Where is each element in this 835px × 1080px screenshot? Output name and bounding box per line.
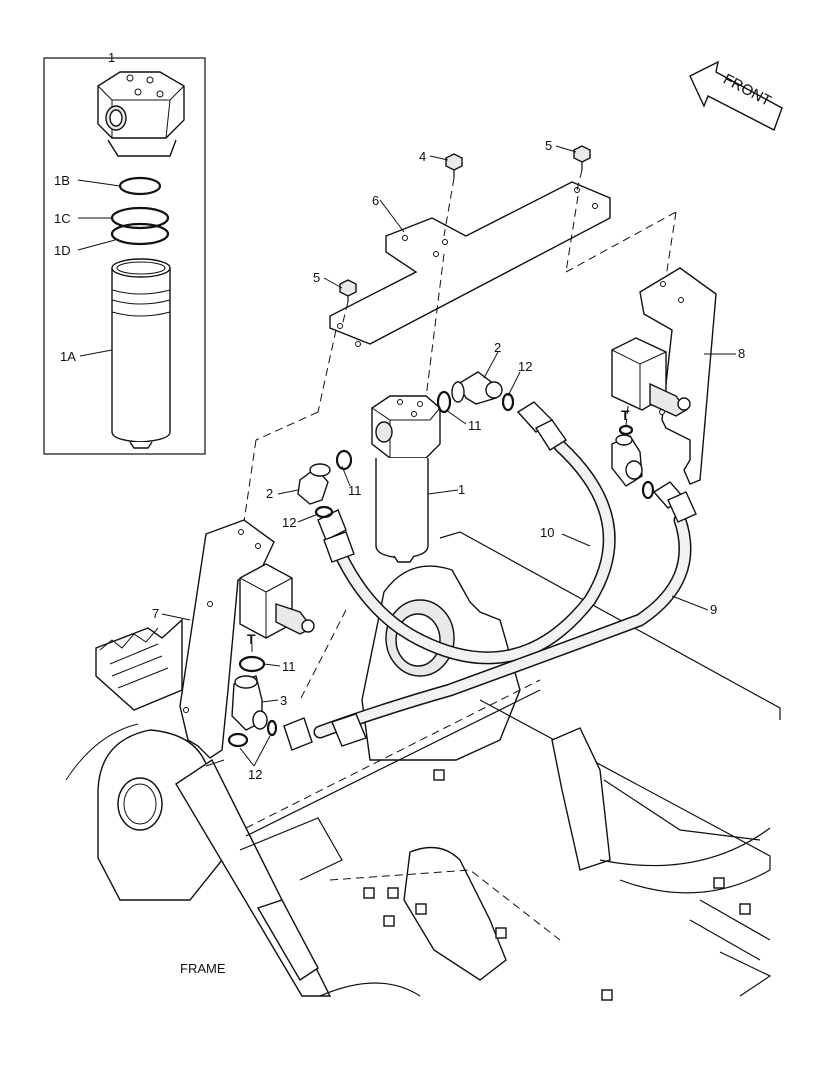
callout-12-top: 12 — [518, 359, 532, 374]
callout-2-top: 2 — [494, 340, 501, 355]
callout-1B: 1B — [54, 173, 70, 188]
callout-11-low: 11 — [282, 659, 296, 674]
callout-5-top: 5 — [545, 138, 552, 153]
bolt-5-top — [573, 145, 591, 191]
front-direction-arrow: FRONT — [689, 60, 783, 131]
hose-10 — [323, 439, 616, 665]
fittings-and-rings — [227, 371, 655, 748]
frame-label: FRAME — [180, 961, 226, 976]
hose-fittings — [283, 401, 697, 751]
bracket-6 — [329, 181, 611, 347]
callout-3: 3 — [280, 693, 287, 708]
bolt-5-left — [339, 279, 357, 327]
callout-12-left: 12 — [282, 515, 296, 530]
callout-7: 7 — [152, 606, 159, 621]
callout-9: 9 — [710, 602, 717, 617]
callout-11-top: 11 — [468, 418, 482, 433]
filter-exploded-inset — [43, 57, 206, 455]
callout-10: 10 — [540, 525, 554, 540]
tee-mark-right: T — [621, 407, 630, 423]
callout-8: 8 — [738, 346, 745, 361]
callout-1: 1 — [458, 482, 465, 497]
bracket-8 — [611, 267, 717, 485]
callout-4: 4 — [419, 149, 426, 164]
callout-6: 6 — [372, 193, 379, 208]
callout-inset-1: 1 — [108, 50, 115, 65]
machine-frame — [65, 531, 781, 1001]
callout-11-mid: 11 — [348, 483, 362, 498]
callout-1A: 1A — [60, 349, 76, 364]
tee-mark-left: T — [247, 631, 256, 647]
bracket-7 — [179, 519, 315, 759]
callout-12-bottom: 12 — [248, 767, 262, 782]
filter-assembly-1 — [371, 395, 441, 563]
callout-5-left: 5 — [313, 270, 320, 285]
callout-1D: 1D — [54, 243, 71, 258]
callout-1C: 1C — [54, 211, 71, 226]
callouts: 1 1B 1C 1D 1A 4 5 6 5 2 12 8 11 11 1 2 1… — [54, 50, 745, 976]
leader-lines — [161, 145, 736, 767]
hose-9 — [313, 513, 692, 739]
callout-2-left: 2 — [266, 486, 273, 501]
bolt-4 — [443, 153, 463, 237]
